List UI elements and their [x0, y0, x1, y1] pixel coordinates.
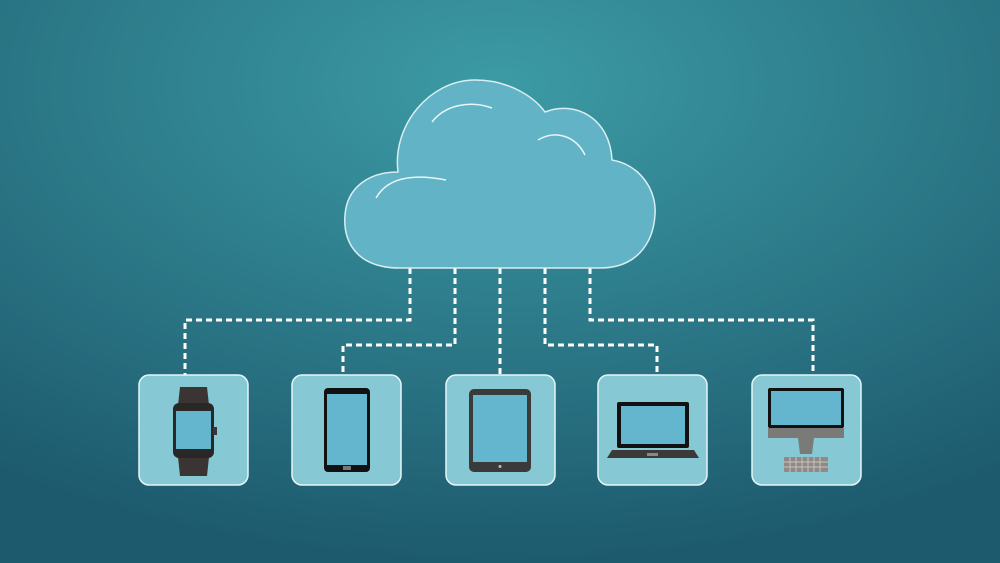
connector-phone: [341, 268, 457, 375]
smartwatch-icon: [173, 387, 217, 476]
connector-laptop: [543, 268, 659, 375]
connectors: [183, 268, 815, 375]
connector-desktop: [588, 268, 815, 375]
laptop-icon: [607, 402, 699, 458]
desktop-computer-icon: [768, 388, 844, 472]
tablet-icon: [469, 389, 531, 472]
connector-watch: [183, 268, 412, 375]
smartphone-icon: [324, 388, 370, 472]
cloud-icon: [344, 79, 656, 269]
